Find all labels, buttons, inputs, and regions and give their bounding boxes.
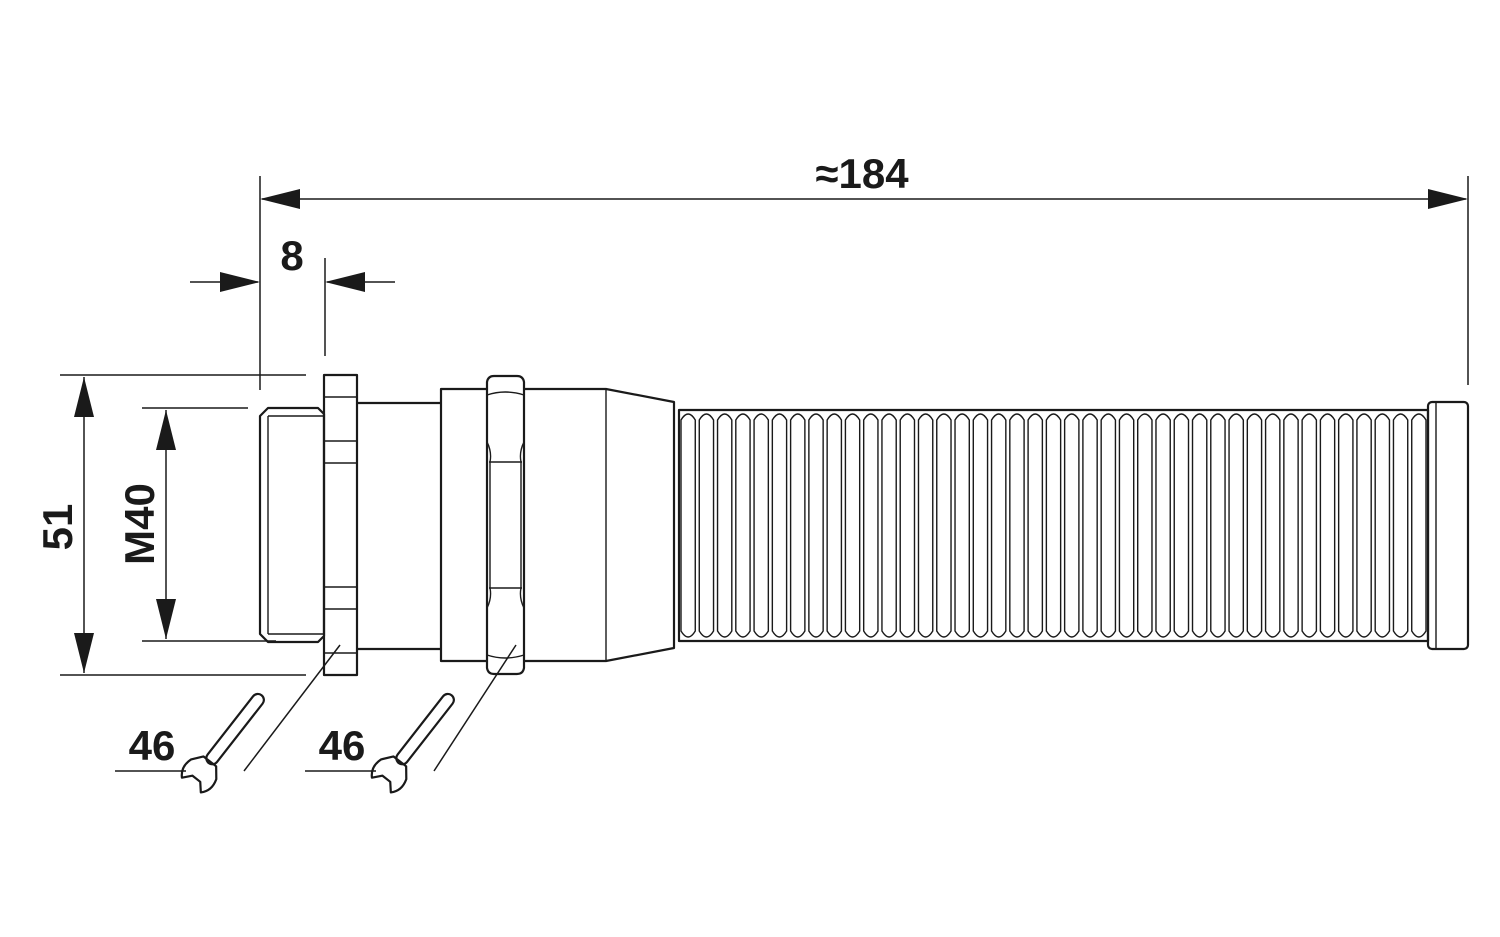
hose-rib: [1009, 413, 1025, 638]
hose-rib: [899, 413, 916, 638]
hose-rib: [1137, 413, 1153, 638]
hose-rib: [972, 413, 989, 638]
wrench-size-locknut-label: 46: [319, 722, 366, 769]
corrugated-hose: [677, 408, 1430, 643]
hose-rib: [990, 413, 1007, 638]
hose-end-cap: [1426, 400, 1470, 651]
hose-rib: [1283, 413, 1299, 638]
threaded-end: [258, 406, 326, 644]
body-hex-flange: [322, 373, 359, 677]
overall-length-dimension: ≈184: [259, 150, 1469, 390]
hose-rib: [1337, 413, 1354, 638]
hose-rib: [1392, 413, 1409, 638]
hose-rib: [1246, 413, 1263, 638]
hose-rib: [1082, 413, 1098, 638]
hose-rib: [1173, 413, 1190, 638]
hose-rib: [1118, 413, 1135, 638]
hose-rib: [735, 413, 751, 638]
hose-rib: [826, 413, 843, 638]
wrench-size-locknut: 46: [305, 644, 517, 794]
hose-rib: [917, 413, 934, 638]
hose-rib: [753, 413, 770, 638]
hose-rib: [1100, 413, 1117, 638]
hose-rib: [1301, 413, 1318, 638]
hose-rib: [1155, 413, 1171, 638]
wrench-size-body-label: 46: [129, 722, 176, 769]
wrench-icon: [180, 692, 265, 794]
hose-rib: [881, 413, 897, 638]
thread-length-dimension: 8: [190, 232, 395, 356]
hose-rib: [771, 413, 788, 638]
locknut-hex: [485, 374, 526, 676]
thread-length-label: 8: [280, 232, 303, 279]
wrench-icon: [370, 692, 455, 794]
seal-housing: [524, 387, 676, 663]
hose-rib: [1027, 413, 1044, 638]
hose-rib: [808, 413, 824, 638]
wrench-size-body: 46: [115, 644, 341, 794]
hose-rib: [1228, 413, 1245, 638]
hose-rib: [1210, 413, 1226, 638]
hose-rib: [716, 413, 733, 638]
hose-rib: [1356, 413, 1372, 638]
hose-rib: [698, 413, 715, 638]
hose-rib: [1191, 413, 1208, 638]
hose-rib: [789, 413, 806, 638]
hose-rib: [1319, 413, 1336, 638]
hose-rib: [862, 413, 879, 638]
hose-rib: [1063, 413, 1080, 638]
outer-diameter-dimension: 51: [34, 374, 306, 676]
overall-length-label: ≈184: [815, 150, 909, 197]
hose-rib: [1374, 413, 1391, 638]
hose-rib: [1264, 413, 1281, 638]
outer-diameter-label: 51: [34, 504, 81, 551]
hose-rib: [954, 413, 970, 638]
hose-rib: [936, 413, 952, 638]
hose-rib: [1411, 413, 1427, 638]
hose-rib: [844, 413, 861, 638]
hose-rib: [680, 413, 696, 638]
thread-size-label: M40: [116, 483, 163, 565]
hose-rib: [1045, 413, 1062, 638]
body-neck: [357, 387, 489, 663]
thread-size-dimension: M40: [116, 407, 276, 642]
